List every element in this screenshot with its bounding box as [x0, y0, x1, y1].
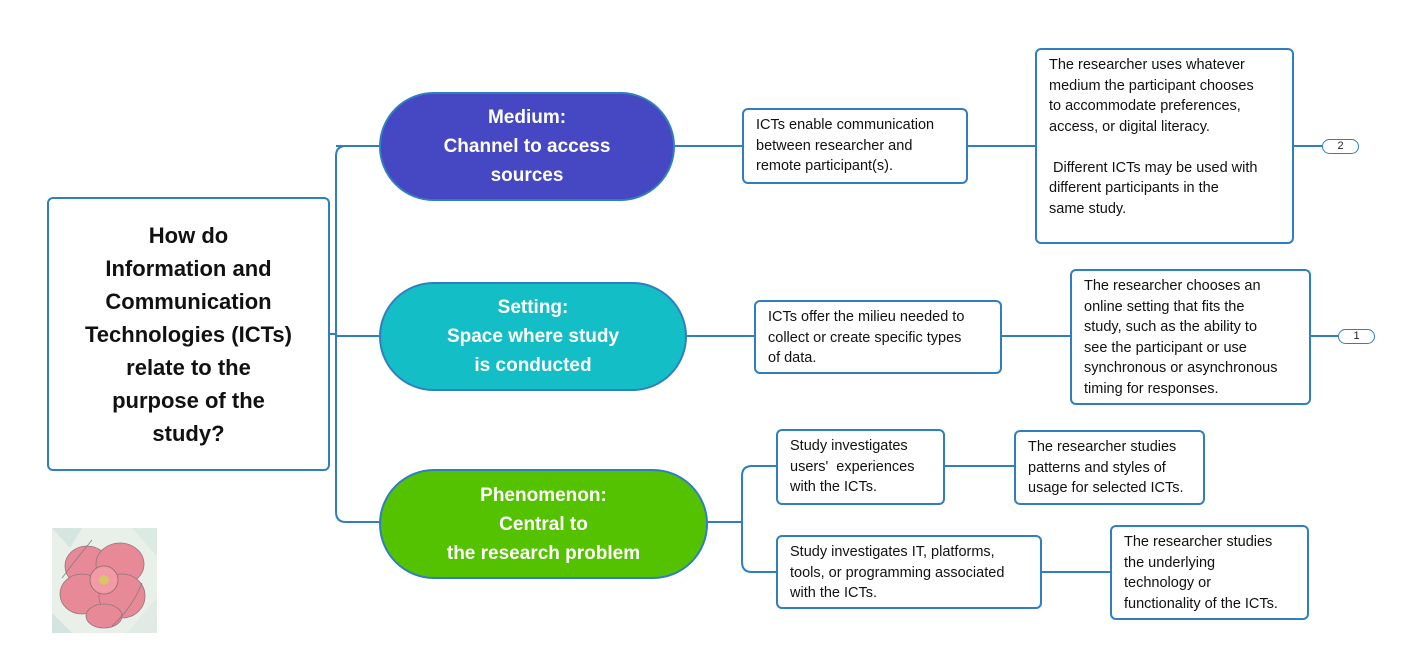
phenomenon-usage-box: The researcher studies patterns and styl…: [1014, 430, 1205, 505]
note-count-badge[interactable]: 2: [1322, 139, 1359, 154]
phenomenon-functionality-box: The researcher studies the underlying te…: [1110, 525, 1309, 620]
medium-ict-box: ICTs enable communication between resear…: [742, 108, 968, 184]
note-count-badge[interactable]: 1: [1338, 329, 1375, 344]
medium-researcher-box: The researcher uses whatever medium the …: [1035, 48, 1294, 244]
setting-researcher-box: The researcher chooses an online setting…: [1070, 269, 1311, 405]
flower-logo-icon: [52, 528, 157, 633]
phenomenon-experience-box: Study investigates users' experiences wi…: [776, 429, 945, 505]
phenomenon-technology-box: Study investigates IT, platforms, tools,…: [776, 535, 1042, 609]
setting-ict-box: ICTs offer the milieu needed to collect …: [754, 300, 1002, 374]
medium-node: Medium: Channel to access sources: [379, 92, 675, 201]
phenomenon-node: Phenomenon: Central to the research prob…: [379, 469, 708, 579]
setting-node: Setting: Space where study is conducted: [379, 282, 687, 391]
central-question-node: How do Information and Communication Tec…: [47, 197, 330, 471]
